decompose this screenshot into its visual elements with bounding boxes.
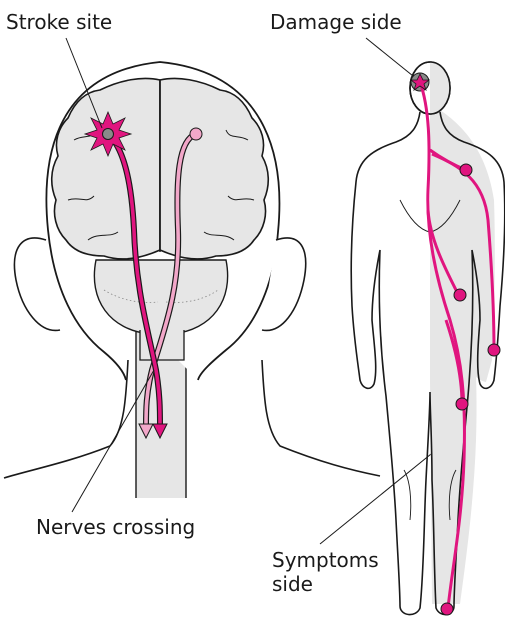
- stroke-site-label: Stroke site: [6, 10, 112, 34]
- symptoms-side-pointer: [320, 450, 436, 544]
- nerves-crossing-label: Nerves crossing: [36, 515, 195, 539]
- symptoms-side-label-line1: Symptoms: [272, 548, 382, 572]
- damage-side-label: Damage side: [270, 10, 402, 34]
- damage-side-pointer: [366, 38, 418, 80]
- symptom-side-shading: [430, 110, 495, 604]
- left-hemisphere: [52, 78, 160, 258]
- symptoms-side-label: Symptoms side: [272, 548, 382, 596]
- knee-node: [456, 398, 468, 410]
- stroke-site-core: [103, 129, 114, 140]
- head-figure: [4, 62, 380, 498]
- shoulders-outline: [4, 360, 380, 478]
- symptoms-side-label-line2: side: [272, 572, 382, 596]
- hip-node: [454, 289, 466, 301]
- hand-node: [488, 344, 500, 356]
- foot-node: [441, 603, 453, 615]
- shoulder-node: [460, 164, 472, 176]
- light-nerve-origin: [190, 128, 202, 140]
